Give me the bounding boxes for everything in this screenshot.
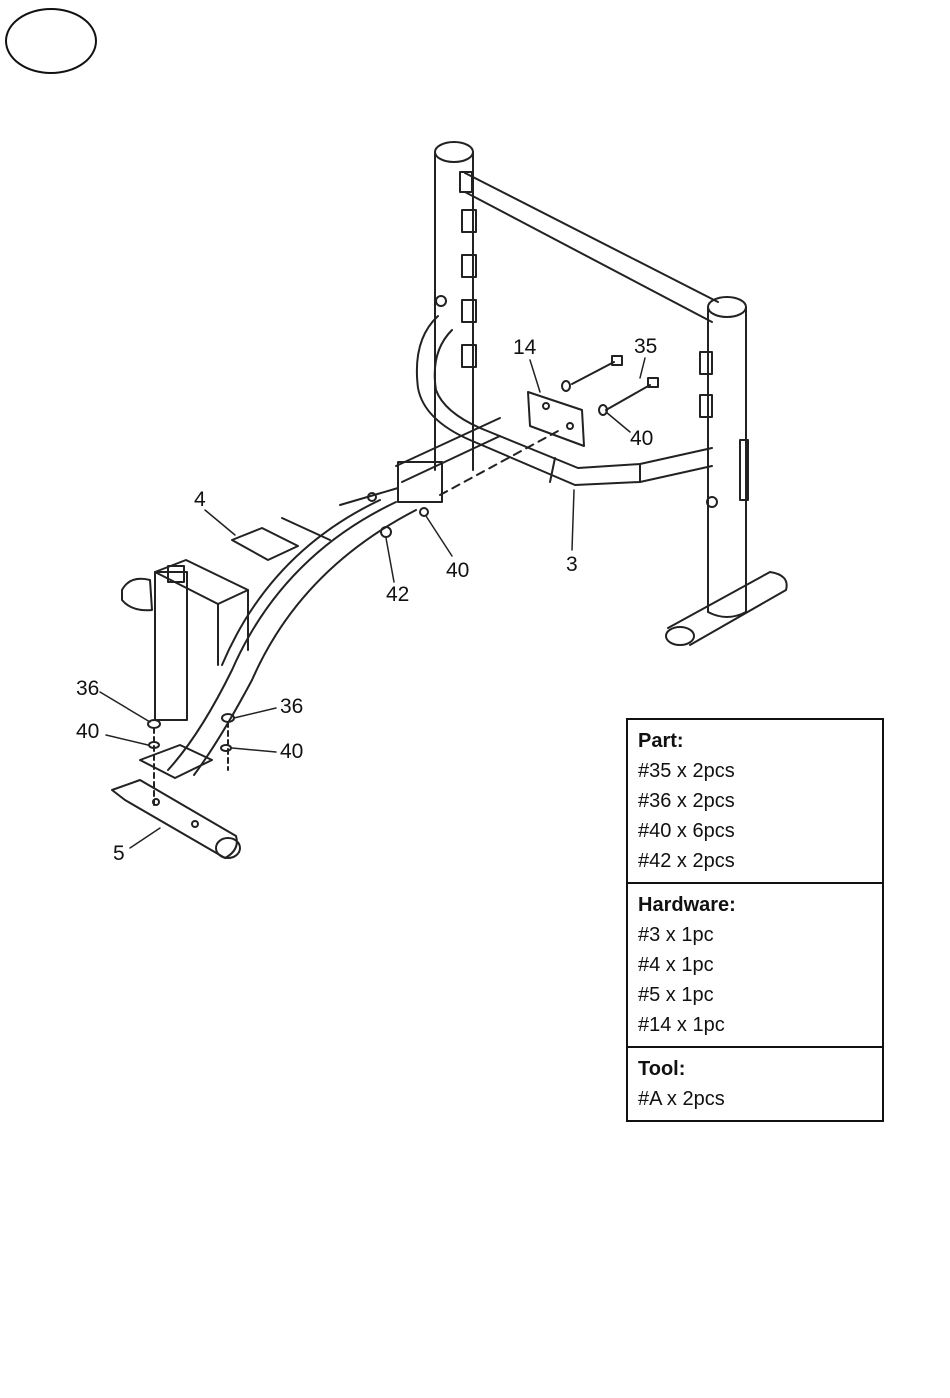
callout-4: 4 [194,488,206,511]
parts-list-box: Part: #35 x 2pcs #36 x 2pcs #40 x 6pcs #… [626,718,884,1122]
callout-40-left: 40 [76,720,99,743]
right-upright-post [700,297,748,617]
top-crossbar [460,172,718,322]
part-36-bolts [140,714,234,805]
part-14-bracket [528,392,584,446]
curved-arm-beam [168,500,416,775]
part-item: #36 x 2pcs [638,786,872,816]
part-item: #42 x 2pcs [638,846,872,876]
assembly-guide-line [440,430,560,495]
callout-40-right: 40 [280,740,303,763]
callout-5: 5 [113,842,125,865]
hardware-item: #5 x 1pc [638,980,872,1010]
part-42-nuts [340,488,428,537]
callout-40-top: 40 [630,427,653,450]
part-heading: Part: [638,726,872,756]
tool-item: #A x 2pcs [638,1084,872,1114]
callout-36-right: 36 [280,695,303,718]
callout-40-mount: 40 [446,559,469,582]
hardware-item: #3 x 1pc [638,920,872,950]
callout-14: 14 [513,336,537,359]
parts-section-hardware: Hardware: #3 x 1pc #4 x 1pc #5 x 1pc #14… [628,884,882,1048]
part-4-bracket [122,518,330,720]
hardware-item: #4 x 1pc [638,950,872,980]
right-foot [666,572,787,645]
hardware-item: #14 x 1pc [638,1010,872,1040]
tool-heading: Tool: [638,1054,872,1084]
part-item: #35 x 2pcs [638,756,872,786]
hardware-heading: Hardware: [638,890,872,920]
parts-section-part: Part: #35 x 2pcs #36 x 2pcs #40 x 6pcs #… [628,720,882,884]
callout-35: 35 [634,335,657,358]
callout-3: 3 [566,553,578,576]
part-item: #40 x 6pcs [638,816,872,846]
callout-36-left: 36 [76,677,99,700]
callout-42: 42 [386,583,409,606]
parts-section-tool: Tool: #A x 2pcs [628,1048,882,1120]
